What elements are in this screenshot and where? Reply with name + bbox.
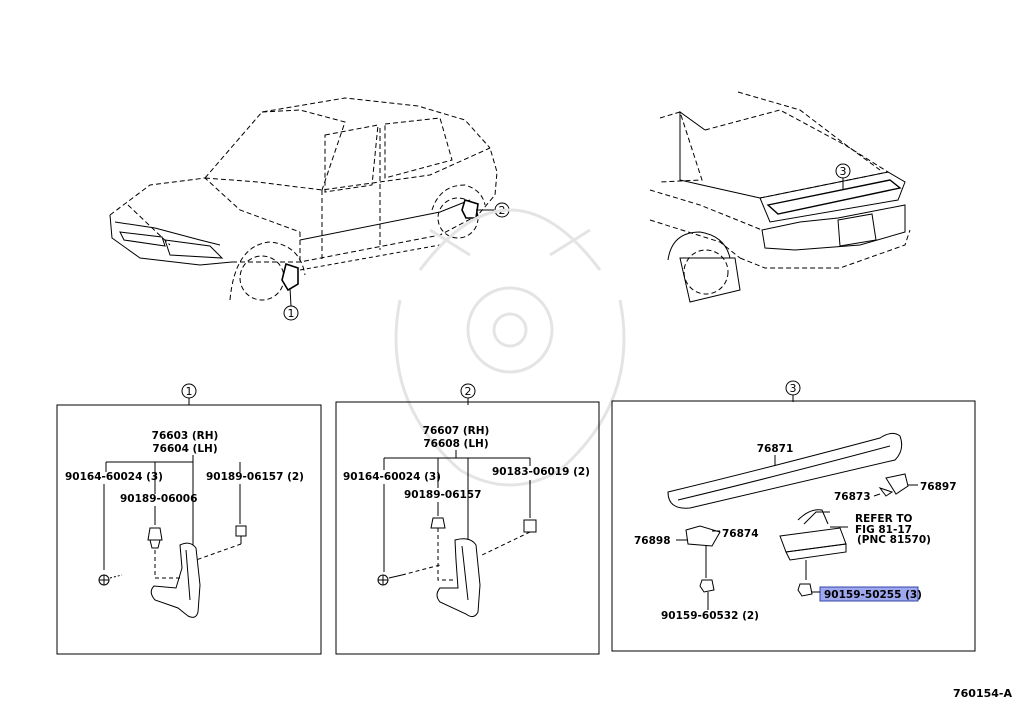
panel-3: 3 76871 76897 76873 76898 76874 REFER TO… [611,380,976,652]
refer-to-line1: REFER TO [855,513,913,525]
refer-to-pnc: (PNC 81570) [857,534,931,546]
highlight-box [819,586,919,602]
part-76873[interactable]: 76873 [834,491,871,503]
figure-code: 760154-A [953,687,1012,700]
part-76897[interactable]: 76897 [920,481,957,493]
refer-to-fig-link[interactable]: FIG 81-17 [855,524,912,536]
part-90189-06006[interactable]: 90189-06006 [120,493,197,505]
part-90159-50255[interactable]: 90159-50255 (3) [824,589,922,601]
part-90164-60024[interactable]: 90164-60024 (3) [65,471,163,483]
part-90164-60024-b[interactable]: 90164-60024 (3) [343,471,441,483]
part-76607-rh[interactable]: 76607 (RH) [423,425,490,437]
callout-1-label: 1 [288,307,295,320]
part-76604-lh[interactable]: 76604 (LH) [152,443,217,455]
part-90189-06157-b[interactable]: 90189-06157 [404,489,481,501]
part-76871[interactable]: 76871 [757,443,794,455]
panel-1-callout-label: 1 [186,385,193,398]
panel-2: 2 76607 (RH) 76608 (LH) 90164-60024 (3) … [335,383,600,655]
callout-3-label: 3 [840,165,847,178]
sedan-rear-illustration [649,91,911,303]
part-90159-60532[interactable]: 90159-60532 (2) [661,610,759,622]
highlighted-part-90159-50255[interactable]: 90159-50255 (3) [819,586,922,602]
part-76608-lh[interactable]: 76608 (LH) [423,438,488,450]
watermark-emblem [394,208,626,487]
panel-3-callout-label: 3 [790,382,797,395]
panel-2-callout-label: 2 [465,385,472,398]
callout-1-marker[interactable]: 1 [283,305,299,321]
callout-3-marker[interactable]: 3 [835,163,851,179]
panel-1: 1 76603 (RH) 76604 (LH) 90164-60024 (3) … [56,383,322,655]
part-90189-06157[interactable]: 90189-06157 (2) [206,471,304,483]
sedan-front-illustration [109,97,498,307]
part-76898[interactable]: 76898 [634,535,671,547]
part-76603-rh[interactable]: 76603 (RH) [152,430,219,442]
part-76874[interactable]: 76874 [722,528,759,540]
part-90183-06019[interactable]: 90183-06019 (2) [492,466,590,478]
